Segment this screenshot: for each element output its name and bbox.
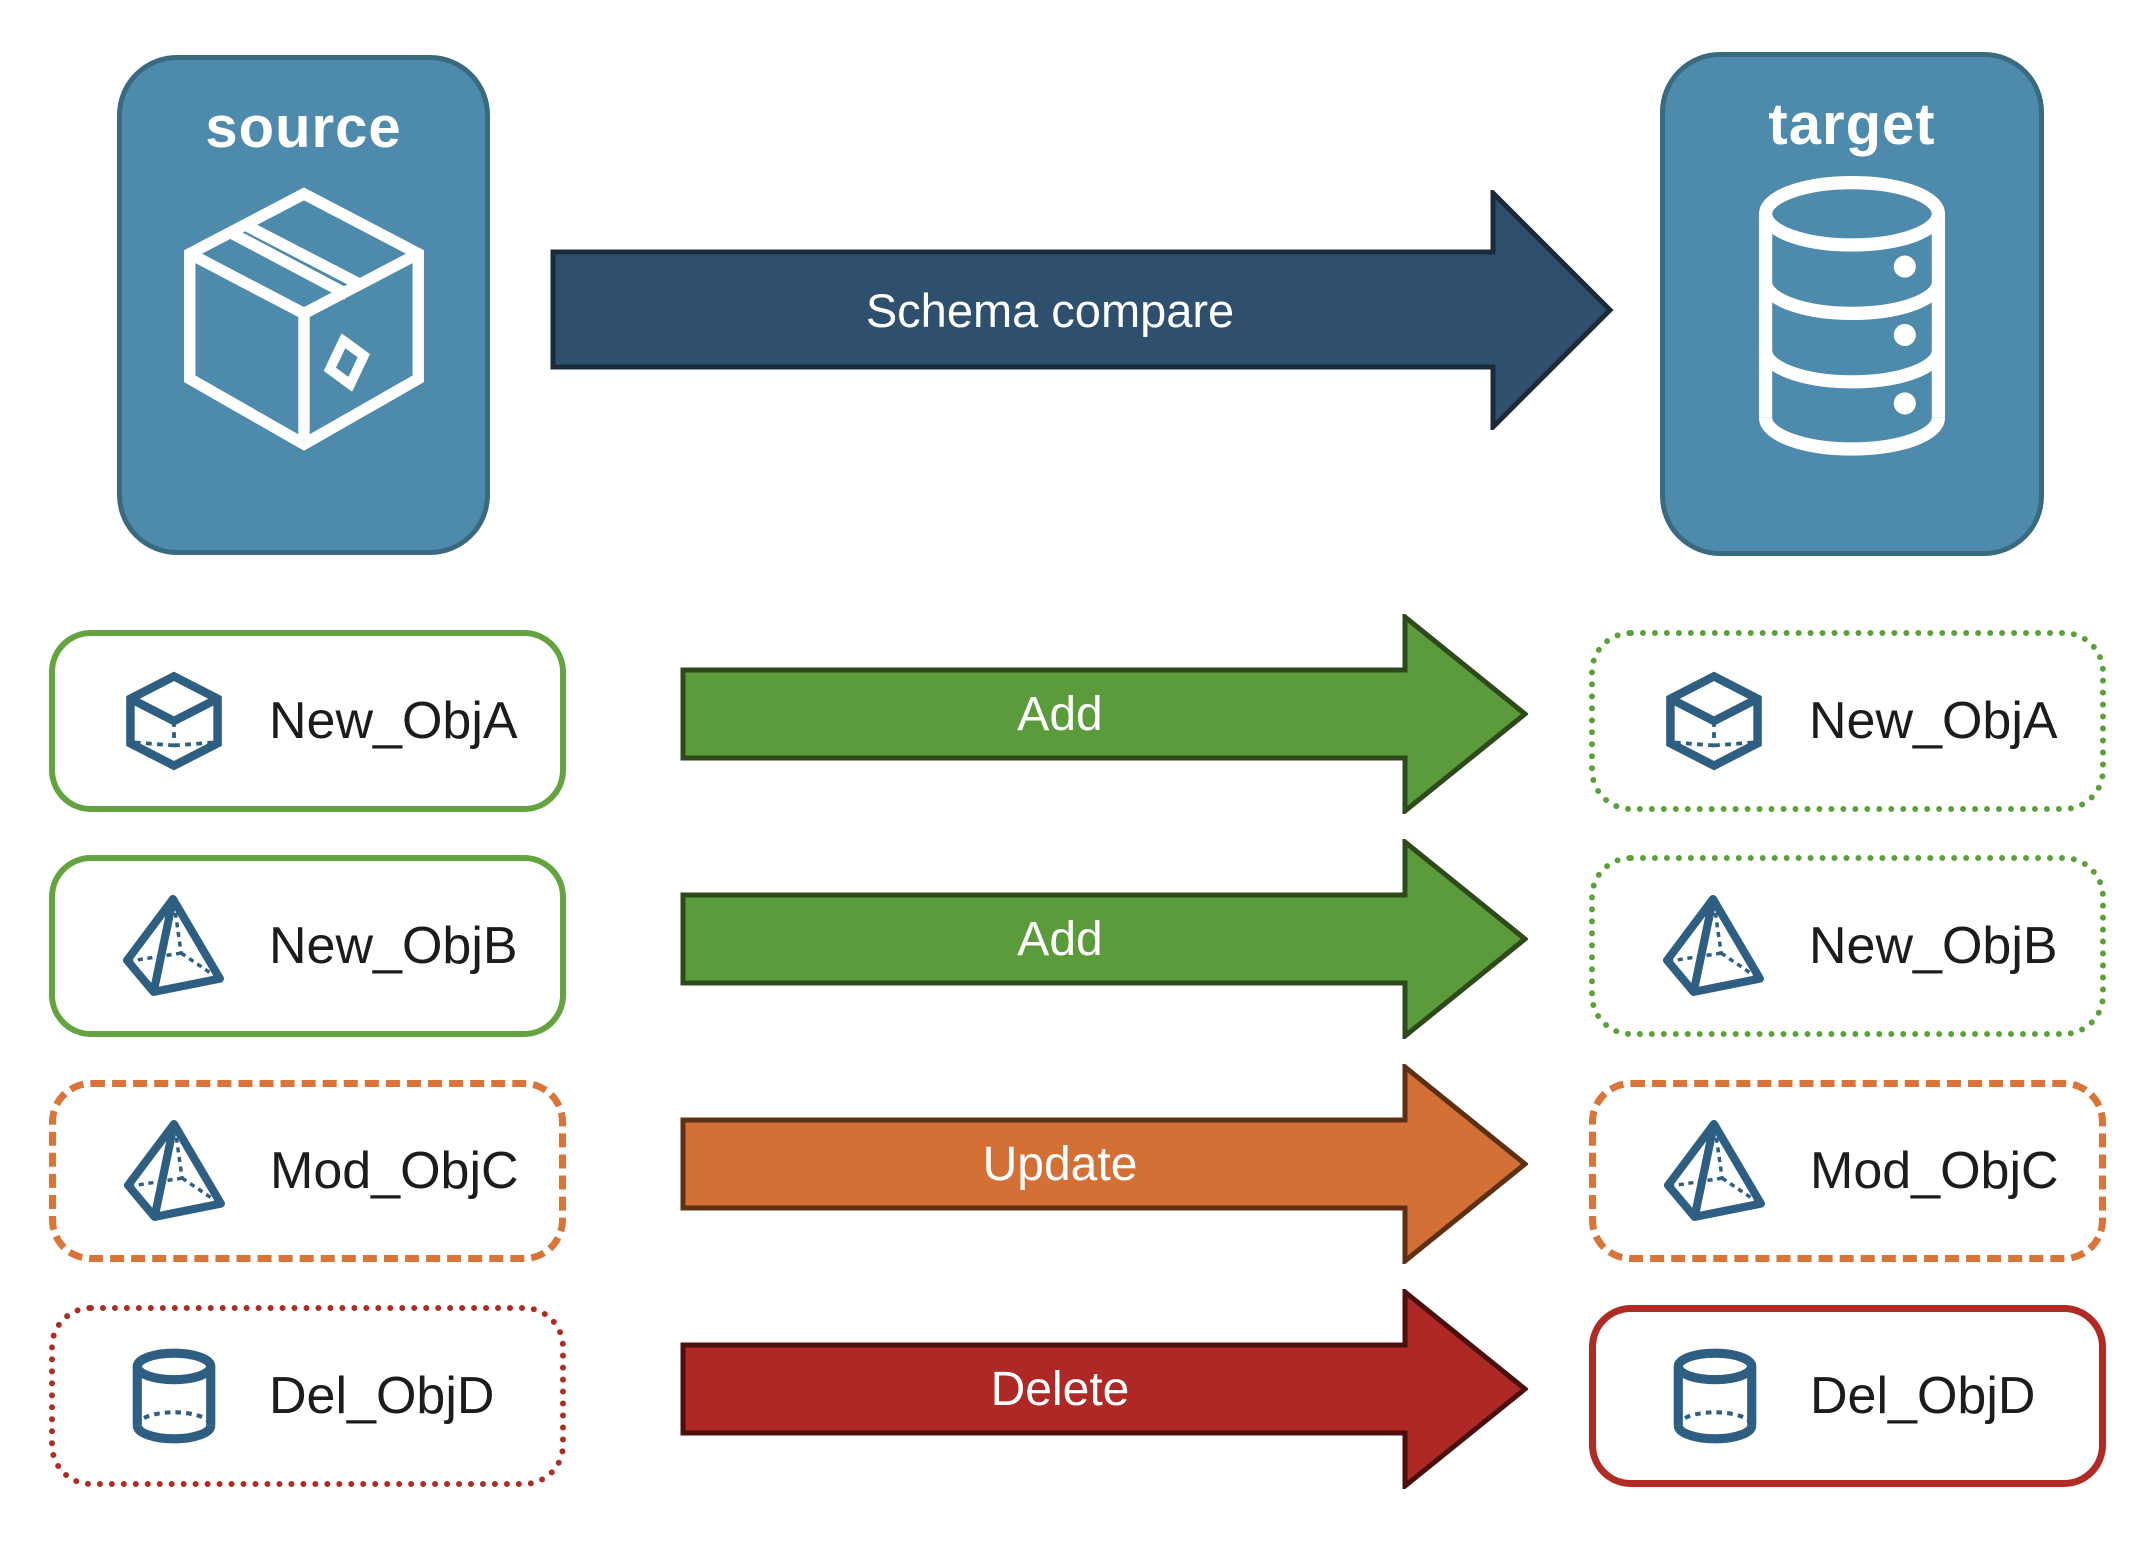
source-object-new-objb: New_ObjB (49, 855, 566, 1037)
object-label: New_ObjB (1809, 917, 2058, 975)
database-icon (1732, 168, 1972, 466)
object-label: Del_ObjD (1810, 1367, 2036, 1425)
schema-compare-arrow: Schema compare (550, 190, 1614, 430)
schema-compare-arrow-shape (550, 190, 1614, 430)
delete-arrow: Delete (680, 1289, 1528, 1489)
source-title: source (205, 95, 402, 160)
add-arrow-shape (680, 614, 1528, 814)
object-label: New_ObjA (269, 692, 518, 750)
object-label: Mod_ObjC (270, 1142, 519, 1200)
target-object-new-obja: New_ObjA (1589, 630, 2106, 812)
delete-arrow-label: Delete (990, 1362, 1130, 1416)
cube-icon (123, 670, 225, 772)
update-arrow-shape (680, 1064, 1528, 1264)
add-arrow-row2: Add (680, 839, 1528, 1039)
package-icon (168, 183, 440, 455)
pyramid-icon (124, 1120, 226, 1222)
add-arrow-label: Add (1017, 687, 1103, 741)
object-label: Mod_ObjC (1810, 1142, 2059, 1200)
cube-icon (1663, 670, 1765, 772)
pyramid-icon (123, 895, 225, 997)
target-object-mod-objc: Mod_ObjC (1589, 1080, 2106, 1262)
source-object-mod-objc: Mod_ObjC (49, 1080, 566, 1262)
object-label: New_ObjA (1809, 692, 2058, 750)
object-label: Del_ObjD (269, 1367, 495, 1425)
source-box: source (117, 55, 490, 555)
schema-compare-label: Schema compare (865, 283, 1235, 337)
update-arrow: Update (680, 1064, 1528, 1264)
target-object-new-objb: New_ObjB (1589, 855, 2106, 1037)
target-box: target (1660, 52, 2044, 556)
target-title: target (1768, 92, 1936, 157)
cylinder-icon (1664, 1345, 1766, 1447)
update-arrow-label: Update (982, 1137, 1138, 1191)
add-arrow-label: Add (1017, 912, 1103, 966)
target-object-del-objd: Del_ObjD (1589, 1305, 2106, 1487)
pyramid-icon (1664, 1120, 1766, 1222)
cylinder-icon (123, 1345, 225, 1447)
add-arrow-shape (680, 839, 1528, 1039)
pyramid-icon (1663, 895, 1765, 997)
source-object-new-obja: New_ObjA (49, 630, 566, 812)
delete-arrow-shape (680, 1289, 1528, 1489)
object-label: New_ObjB (269, 917, 518, 975)
source-object-del-objd: Del_ObjD (49, 1305, 566, 1487)
add-arrow-row1: Add (680, 614, 1528, 814)
